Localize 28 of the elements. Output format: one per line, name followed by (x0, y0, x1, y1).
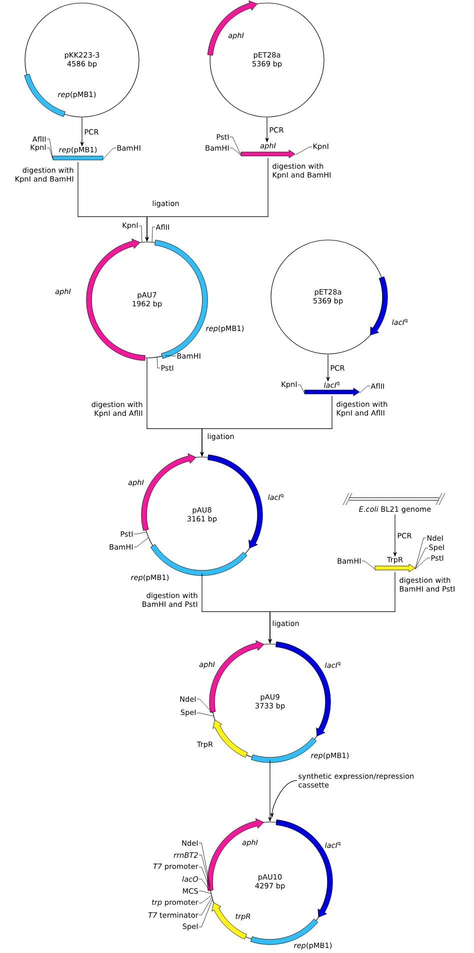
leader-line (198, 866, 210, 890)
leader-line (156, 357, 160, 368)
leader-line (198, 895, 212, 904)
leader-line (46, 138, 53, 160)
leader-line (152, 226, 156, 242)
leader-line (138, 226, 142, 242)
leader-line (196, 698, 213, 714)
leader-line (298, 384, 304, 394)
leader-line (360, 386, 370, 394)
leader-line (198, 842, 210, 886)
leader-line (230, 148, 241, 156)
leader-line (415, 538, 426, 570)
leader-line (198, 890, 211, 894)
leader-line (198, 897, 212, 916)
leader-line (134, 538, 149, 548)
leader-line (362, 560, 375, 570)
leader-line (295, 146, 312, 156)
leader-line (196, 712, 214, 716)
leader-line (134, 532, 146, 534)
leader-line (164, 355, 176, 356)
leader-line (415, 548, 428, 570)
leader-line (198, 899, 213, 928)
leader-line (103, 148, 116, 160)
leader-line (46, 148, 53, 160)
leader-line (230, 136, 241, 156)
leader-line (415, 558, 430, 570)
leader-line (198, 854, 210, 888)
leader-line (198, 878, 211, 892)
